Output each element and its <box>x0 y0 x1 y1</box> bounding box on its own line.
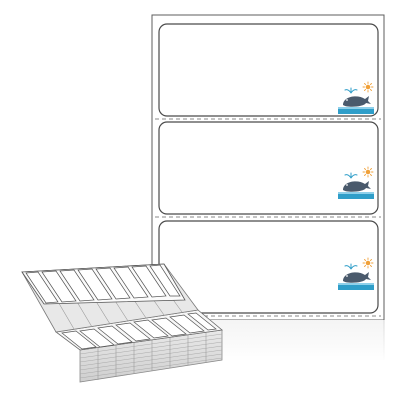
label-3 <box>158 220 379 314</box>
label-1 <box>158 23 379 117</box>
label-2 <box>158 121 379 215</box>
label-sheet <box>150 14 386 362</box>
fanfold-stack <box>21 263 223 383</box>
